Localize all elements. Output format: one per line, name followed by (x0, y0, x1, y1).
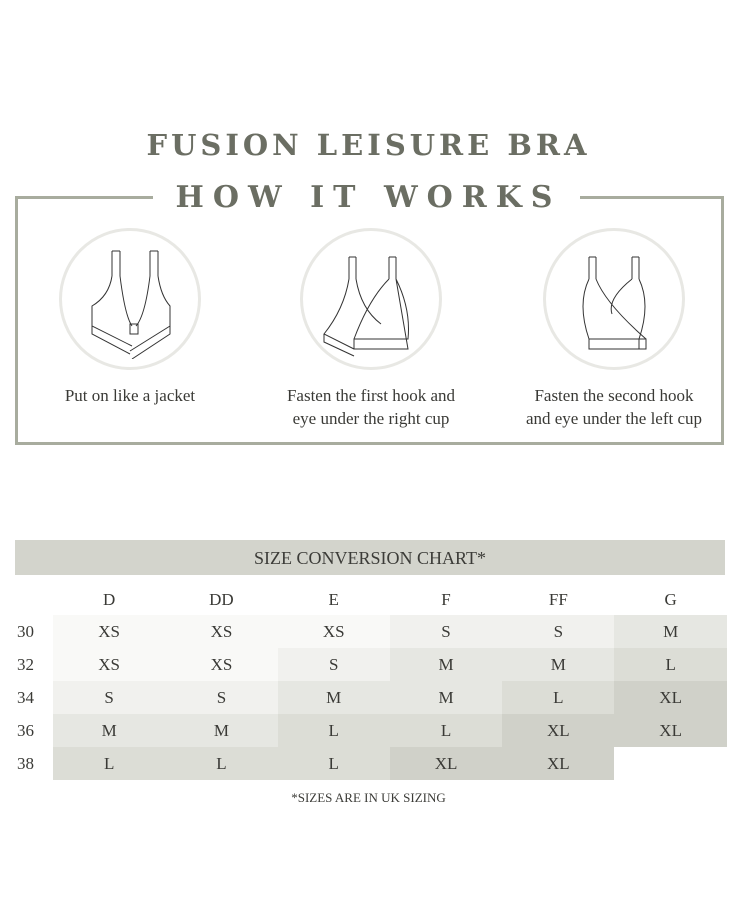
frame-top-left-rule (15, 196, 153, 199)
step-2-caption-line-1: Fasten the first hook and (286, 386, 456, 405)
size-cell: L (389, 714, 503, 747)
size-cell: L (502, 681, 615, 714)
band-size-label: 36 (17, 720, 34, 740)
size-cell: XL (389, 747, 503, 780)
size-cell: M (389, 681, 503, 714)
size-cell: XS (277, 615, 390, 648)
size-cell: S (389, 615, 503, 648)
band-size-label: 38 (17, 753, 34, 773)
size-cell: M (53, 714, 166, 747)
bra-second-hook-icon (543, 228, 685, 370)
step-3-caption-line-2: and eye under the left cup (525, 409, 703, 428)
size-cell: M (614, 615, 727, 648)
size-cell: XL (502, 747, 615, 780)
bra-open-icon (59, 228, 201, 370)
corner-cell (15, 584, 53, 615)
how-it-works-frame (15, 196, 724, 445)
size-cell: L (614, 648, 727, 681)
step-3-caption-line-1: Fasten the second hook (534, 386, 694, 405)
cup-header: FF (548, 589, 568, 609)
cup-header: F (441, 589, 451, 609)
size-cell: M (277, 681, 390, 714)
size-cell: XS (165, 615, 278, 648)
size-cell: M (502, 648, 615, 681)
cup-header-row: D DD E F FF G (15, 584, 727, 615)
step-1-caption: Put on like a jacket (64, 386, 196, 405)
size-cell: S (165, 681, 278, 714)
size-chart-title: SIZE CONVERSION CHART* (15, 540, 725, 575)
section-title: HOW IT WORKS (175, 180, 562, 215)
step-1: Put on like a jacket (10, 228, 250, 407)
size-cell: L (165, 747, 278, 780)
size-cell: XS (53, 615, 166, 648)
cup-header: G (664, 589, 677, 609)
cup-header: DD (209, 589, 234, 609)
size-cell: XL (614, 681, 727, 714)
size-footnote: *SIZES ARE IN UK SIZING (291, 790, 446, 805)
size-cell: M (389, 648, 503, 681)
size-cell: S (277, 648, 390, 681)
size-cell: XL (502, 714, 615, 747)
size-cell (614, 747, 727, 780)
cup-header: D (103, 589, 116, 609)
size-cell: M (165, 714, 278, 747)
size-cell: S (502, 615, 615, 648)
frame-top-right-rule (580, 196, 724, 199)
bra-first-hook-icon (300, 228, 442, 370)
cup-header: E (328, 589, 339, 609)
band-size-label: 30 (17, 621, 34, 641)
size-cell: XL (614, 714, 727, 747)
band-size-label: 34 (17, 687, 34, 707)
size-cell: L (277, 747, 390, 780)
size-cell: XS (53, 648, 166, 681)
step-2-caption-line-2: eye under the right cup (292, 409, 450, 428)
size-cell: L (277, 714, 390, 747)
size-cell: XS (165, 648, 278, 681)
step-2: Fasten the first hook and eye under the … (251, 228, 491, 430)
product-title: FUSION LEISURE BRA (146, 128, 591, 162)
band-size-label: 32 (17, 654, 34, 674)
size-cell: L (53, 747, 166, 780)
step-3: Fasten the second hook and eye under the… (494, 228, 734, 430)
size-cell: S (53, 681, 166, 714)
